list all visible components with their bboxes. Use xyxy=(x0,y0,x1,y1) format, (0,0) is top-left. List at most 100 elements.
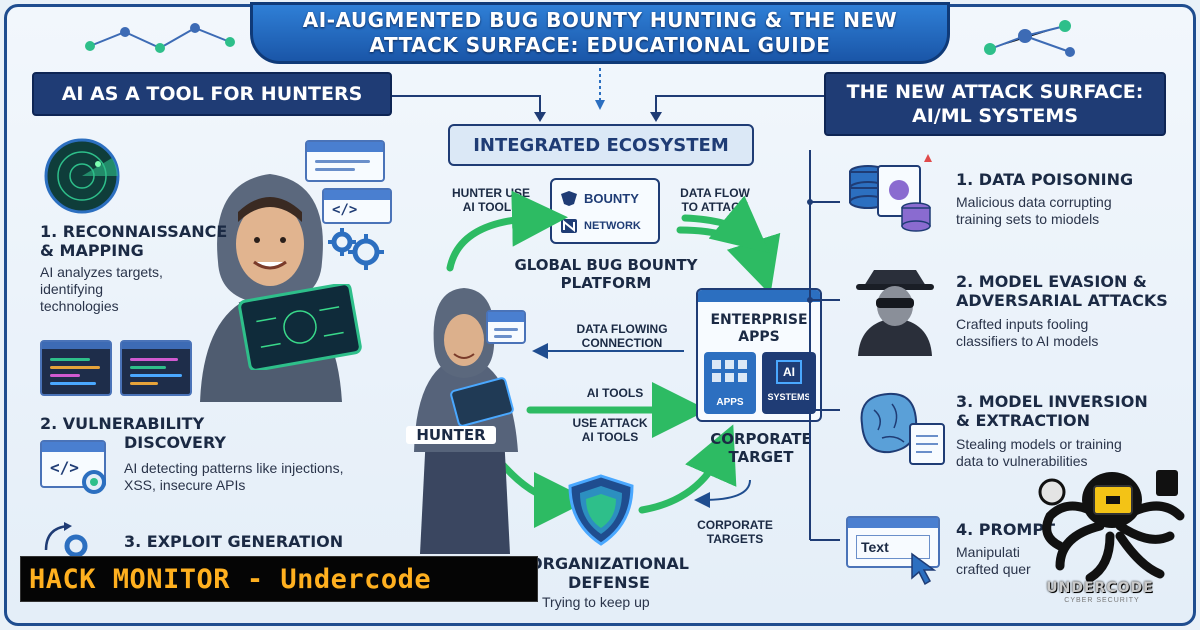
left-step-1-desc-3: technologies xyxy=(40,298,119,314)
undercode-logo-text: UNDERCODE xyxy=(1042,580,1158,596)
apps-tile-label: APPS xyxy=(716,397,744,408)
org-defense-label-2: DEFENSE xyxy=(568,573,650,592)
org-defense-label: ORGANIZATIONAL DEFENSE xyxy=(528,554,690,592)
hunter-label-text: HUNTER xyxy=(416,426,486,444)
right-step-1-title-1: 1. DATA POISONING xyxy=(956,170,1134,189)
label-use-attack: USE ATTACK AI TOOLS xyxy=(550,416,670,444)
right-header: THE NEW ATTACK SURFACE: AI/ML SYSTEMS xyxy=(824,72,1166,136)
label-use-attack-2: AI TOOLS xyxy=(581,430,639,444)
network-decoration-left xyxy=(85,23,235,53)
shield-icon xyxy=(568,474,634,546)
enterprise-label-1: ENTERPRISE xyxy=(710,312,808,328)
undercode-logo-subtext: CYBER SECURITY xyxy=(1054,597,1150,604)
enterprise-label: ENTERPRISE APPS xyxy=(698,312,820,346)
dark-code-window-2 xyxy=(120,340,192,396)
ai-systems-tile-label: SYSTEMS xyxy=(767,392,811,402)
left-step-3-title-1: 3. EXPLOIT GENERATION xyxy=(124,532,344,551)
left-step-2-title-2: DISCOVERY xyxy=(124,433,227,452)
network-decoration-right xyxy=(984,20,1075,57)
right-step-1-desc-2: training sets to miodels xyxy=(956,211,1100,227)
right-step-2-desc: Crafted inputs fooling classifiers to AI… xyxy=(956,316,1098,350)
right-header-line-1: THE NEW ATTACK SURFACE: xyxy=(846,81,1144,103)
org-defense-sub-text: Trying to keep up xyxy=(542,594,650,610)
dark-code-window-1 xyxy=(40,340,112,396)
right-step-1-title: 1. DATA POISONING xyxy=(956,170,1133,189)
right-step-2-desc-2: classifiers to AI models xyxy=(956,333,1099,349)
label-ai-tools-arrow-text: AI TOOLS xyxy=(586,386,644,400)
left-step-1-desc-1: AI analyzes targets, xyxy=(40,264,163,280)
corporate-target-label-1: CORPORATE xyxy=(710,430,812,448)
label-ai-tools-arrow: AI TOOLS xyxy=(560,386,670,400)
network-text: NETWORK xyxy=(584,220,641,232)
right-step-3-title: 3. MODEL INVERSION & EXTRACTION xyxy=(956,392,1148,430)
spy-icon xyxy=(856,270,934,356)
right-step-3-title-2: & EXTRACTION xyxy=(956,411,1091,430)
right-step-2-title-2: ADVERSARIAL ATTACKS xyxy=(956,291,1168,310)
right-step-2-title-1: 2. MODEL EVASION & xyxy=(956,272,1147,291)
right-step-1-desc-1: Malicious data corrupting xyxy=(956,194,1112,210)
right-step-1-desc: Malicious data corrupting training sets … xyxy=(956,194,1112,228)
brain-extraction-icon xyxy=(860,392,945,465)
ai-systems-tile: AI SYSTEMS xyxy=(762,352,816,414)
right-connector-line xyxy=(807,150,840,541)
right-step-4-desc: Manipulati crafted quer xyxy=(956,544,1031,578)
right-step-2-title: 2. MODEL EVASION & ADVERSARIAL ATTACKS xyxy=(956,272,1168,310)
bounty-network-logo: BOUNTY NETWORK xyxy=(550,178,660,244)
database-poison-icon xyxy=(849,154,932,232)
enterprise-apps-window: ENTERPRISE APPS APPS AI SYSTEMS xyxy=(696,288,822,422)
center-header-text: INTEGRATED ECOSYSTEM xyxy=(473,134,729,156)
undercode-logo-text-main: UNDERCODE xyxy=(1046,580,1154,596)
title-line-1: AI-AUGMENTED BUG BOUNTY HUNTING & THE NE… xyxy=(302,8,898,32)
platform-label-2: PLATFORM xyxy=(560,274,652,292)
label-data-flowing-2: CONNECTION xyxy=(581,336,663,350)
radar-icon xyxy=(44,138,120,214)
left-step-3-title: 3. EXPLOIT GENERATION xyxy=(124,532,343,551)
hack-monitor-watermark-text: HACK MONITOR - Undercode xyxy=(29,563,432,595)
right-header-line-2: AI/ML SYSTEMS xyxy=(912,105,1078,127)
corporate-target-label-2: TARGET xyxy=(728,448,794,466)
hack-monitor-watermark: HACK MONITOR - Undercode xyxy=(20,556,538,602)
left-step-2-title-1: 2. VULNERABILITY xyxy=(40,414,205,433)
gears-icon xyxy=(328,228,384,270)
label-data-flowing: DATA FLOWING CONNECTION xyxy=(552,322,692,350)
right-step-4-title-1: 4. PROMPT xyxy=(956,520,1055,539)
left-step-1-desc: AI analyzes targets, identifying technol… xyxy=(40,264,163,315)
connector-arrow-left xyxy=(392,95,546,122)
label-use-attack-1: USE ATTACK xyxy=(572,416,648,430)
apps-grid-icon xyxy=(712,360,747,382)
title-banner: AI-AUGMENTED BUG BOUNTY HUNTING & THE NE… xyxy=(250,2,950,64)
center-header: INTEGRATED ECOSYSTEM xyxy=(448,124,754,166)
left-step-2-desc-2: XSS, insecure APIs xyxy=(124,477,246,493)
left-step-2-title: 2. VULNERABILITY DISCOVERY xyxy=(40,414,226,452)
tablet-icon xyxy=(238,284,362,370)
enterprise-label-2: APPS xyxy=(738,329,780,345)
left-step-1-title: 1. RECONNAISSANCE & MAPPING xyxy=(40,222,227,260)
right-step-3-title-1: 3. MODEL INVERSION xyxy=(956,392,1148,411)
dotted-arrow-down xyxy=(595,68,605,110)
bounty-text: BOUNTY xyxy=(584,190,639,206)
right-step-4-title: 4. PROMPT xyxy=(956,520,1055,539)
chat-window-icon xyxy=(486,310,526,344)
org-defense-sub: Trying to keep up xyxy=(542,594,682,610)
undercode-logo-subtext-text: CYBER SECURITY xyxy=(1064,597,1140,604)
corporate-target-label: CORPORATE TARGET xyxy=(686,430,836,466)
magnifier-gear-icon xyxy=(82,470,106,494)
label-data-flowing-1: DATA FLOWING xyxy=(576,322,668,336)
org-defense-label-1: ORGANIZATIONAL xyxy=(529,554,689,573)
left-step-1-desc-2: identifying xyxy=(40,281,104,297)
label-corporate-targets-1: CORPORATE xyxy=(697,518,773,532)
label-hunter-use: HUNTER USE AI TOOLS xyxy=(436,186,546,214)
platform-label-1: GLOBAL BUG BOUNTY xyxy=(514,256,698,274)
label-hunter-use-2: AI TOOLS xyxy=(462,200,520,214)
prompt-text-field: Text xyxy=(856,535,930,559)
right-step-2-desc-1: Crafted inputs fooling xyxy=(956,316,1089,332)
left-step-1-title-1: 1. RECONNAISSANCE xyxy=(40,222,228,241)
left-step-1-title-2: & MAPPING xyxy=(40,241,144,260)
left-step-2-desc: AI detecting patterns like injections, X… xyxy=(124,460,343,494)
ai-chip-icon: AI xyxy=(776,360,802,384)
right-step-3-desc-1: Stealing models or training xyxy=(956,436,1122,452)
right-step-4-desc-2: crafted quer xyxy=(956,561,1031,577)
label-hunter-use-1: HUNTER USE xyxy=(451,186,530,200)
code-tag-glyph: </> xyxy=(332,202,358,218)
left-step-2-desc-1: AI detecting patterns like injections, xyxy=(124,460,344,476)
